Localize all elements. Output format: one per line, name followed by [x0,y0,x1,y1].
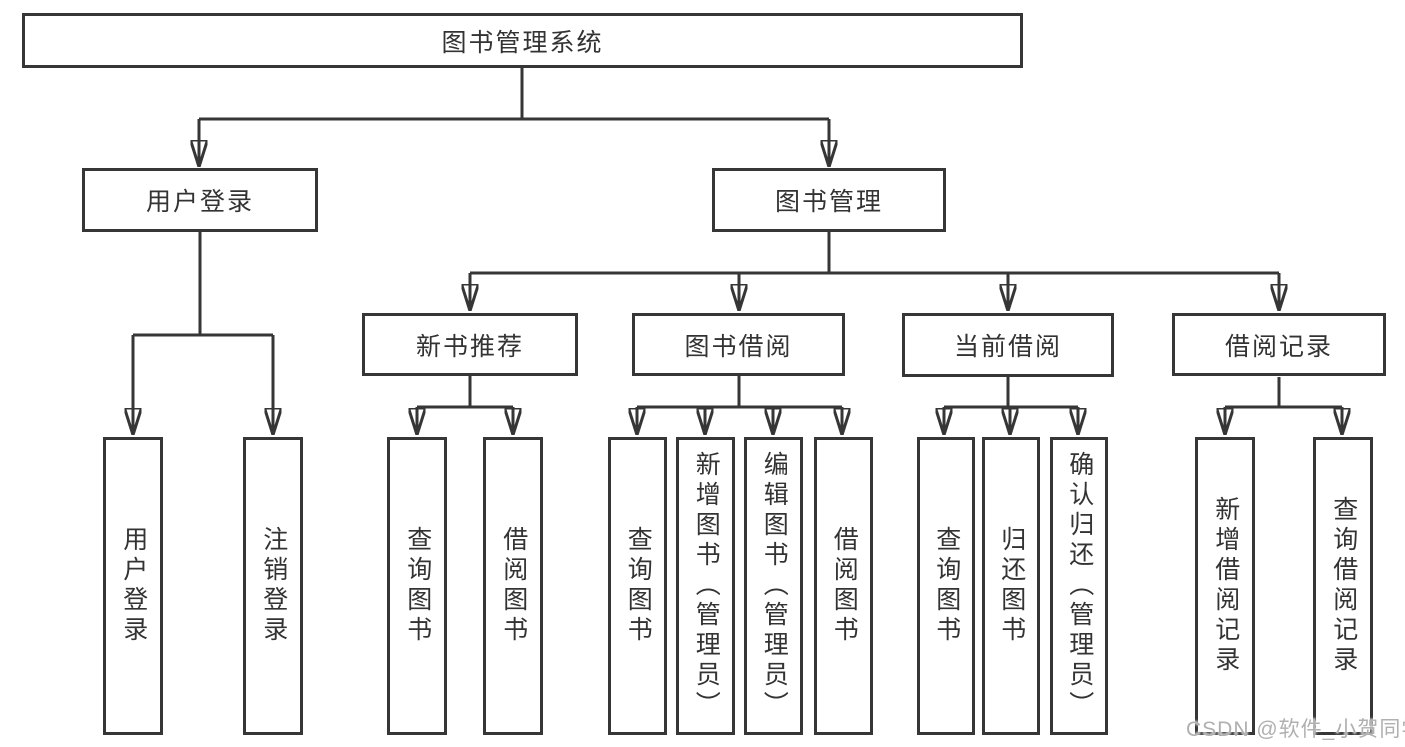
leaf-cb-return-book: 归还图书 [982,437,1040,735]
leaf-bb-add-book: 新增图书（管理员） [676,437,735,735]
leaf-bb-query-book: 查询图书 [608,437,667,735]
leaf-logout: 注销登录 [243,437,303,735]
leaf-br-query-record: 查询借阅记录 [1313,437,1373,735]
node-current-borrow: 当前借阅 [902,313,1114,377]
node-book-mgmt: 图书管理 [712,168,946,232]
node-root: 图书管理系统 [22,13,1023,68]
leaf-bb-edit-book: 编辑图书（管理员） [744,437,803,735]
node-borrow-record: 借阅记录 [1172,313,1386,376]
leaf-bb-borrow-book: 借阅图书 [814,437,873,735]
leaf-rec-borrow-book: 借阅图书 [483,437,543,735]
node-book-borrow: 图书借阅 [632,313,845,376]
leaf-cb-query-book: 查询图书 [917,437,975,735]
leaf-rec-query-book: 查询图书 [387,437,447,735]
leaf-br-add-record: 新增借阅记录 [1195,437,1255,735]
csdn-watermark: CSDN @软件_小贺同学 [1186,718,1405,741]
node-new-book-rec: 新书推荐 [362,313,578,376]
leaf-cb-confirm-return: 确认归还（管理员） [1050,437,1108,735]
node-user-login: 用户登录 [82,168,318,232]
leaf-user-login: 用户登录 [103,437,163,735]
